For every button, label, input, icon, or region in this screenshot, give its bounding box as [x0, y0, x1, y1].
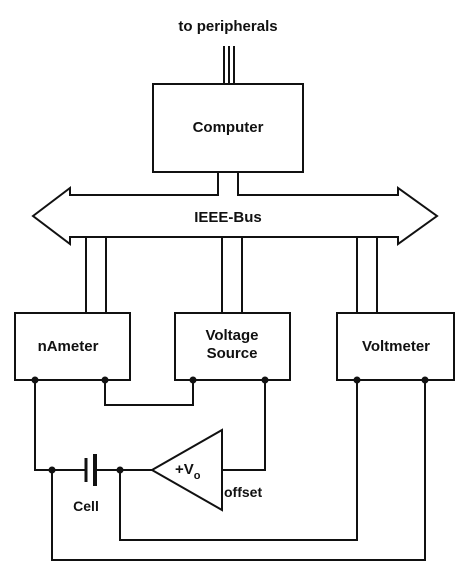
- bus-drop-voltage-source: [221, 237, 243, 313]
- bus-label: IEEE-Bus: [194, 209, 262, 226]
- voltage-source-box: [174, 312, 291, 381]
- wire-ground-to-voltmeter: [51, 380, 426, 561]
- cell-symbol: [84, 454, 97, 486]
- voltage-source-label-line2: Source: [207, 345, 258, 362]
- peripheral-cable: [223, 46, 235, 84]
- wire-nameter-to-source: [104, 380, 194, 406]
- bus-drop-voltmeter: [356, 237, 378, 313]
- voltmeter-label: Voltmeter: [362, 338, 430, 355]
- cell-label: Cell: [73, 498, 99, 514]
- offset-label: offset: [224, 484, 262, 500]
- bus-drop-nameter: [85, 237, 107, 313]
- wire-amplifier-to-source: [222, 380, 266, 471]
- voltage-source-label-line1: Voltage: [205, 327, 258, 344]
- peripherals-label: to peripherals: [178, 18, 277, 35]
- amplifier-label: +Vo: [175, 461, 201, 482]
- wire-cell-to-voltmeter: [119, 380, 358, 541]
- ieee-bus-arrow: [31, 171, 439, 247]
- wire-nameter-to-cell: [34, 380, 86, 471]
- nameter-label: nAmeter: [38, 338, 99, 355]
- amplifier-triangle: [149, 428, 223, 512]
- voltmeter-box: [336, 312, 455, 381]
- nameter-box: [14, 312, 131, 381]
- computer-label: Computer: [193, 119, 264, 136]
- terminals: [31, 376, 429, 474]
